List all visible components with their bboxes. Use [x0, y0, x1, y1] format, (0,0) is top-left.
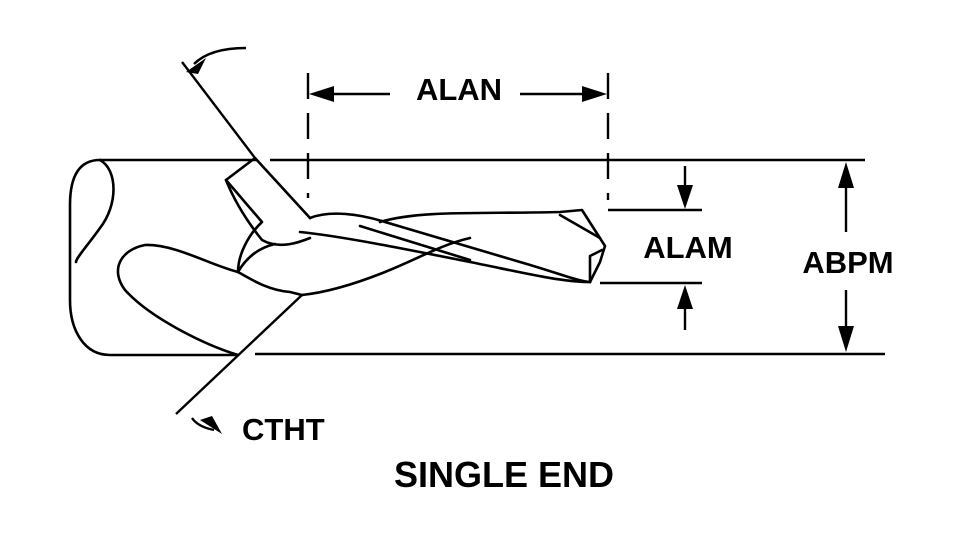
label-alan: ALAN — [416, 72, 502, 107]
cutting-angle-lines — [175, 46, 303, 434]
caption-single-end: SINGLE END — [394, 454, 614, 495]
label-ctht: CTHT — [242, 412, 325, 447]
dimension-alan — [306, 73, 610, 200]
label-alam: ALAM — [643, 230, 733, 265]
drill-shank — [68, 156, 312, 357]
dimension-alam — [600, 166, 702, 330]
label-abpm: ABPM — [802, 245, 893, 280]
dimension-abpm — [255, 158, 885, 356]
drill-flutes — [298, 208, 607, 297]
